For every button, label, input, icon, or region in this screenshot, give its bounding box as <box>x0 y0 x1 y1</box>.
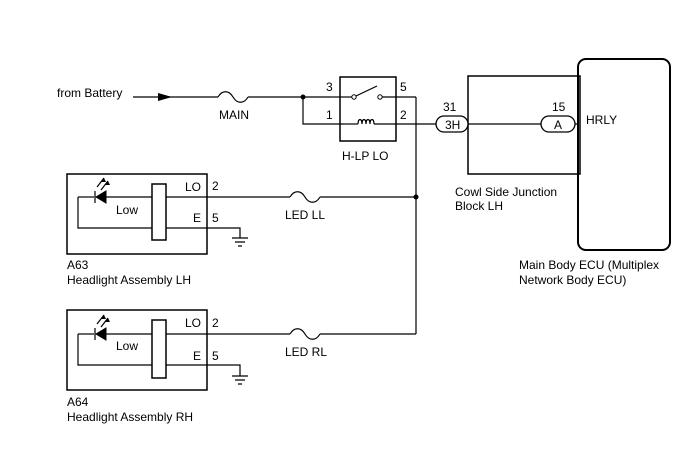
coil-feed-wire <box>302 97 345 125</box>
ecu-terminal-label: HRLY <box>586 113 617 127</box>
headlight-rh-ground-wire <box>207 364 241 376</box>
ecu-label-line2: Network Body ECU) <box>519 273 626 287</box>
switch-blade <box>355 85 378 97</box>
relay-pin-2: 2 <box>400 108 407 122</box>
headlight-lh-light-rays-icon <box>96 177 109 191</box>
headlight-rh-ray-arrow-1 <box>101 315 106 319</box>
headlight-lh-led-label: Low <box>116 203 138 217</box>
headlight-rh-ray-arrow-2 <box>105 318 110 322</box>
junction-pin: 31 <box>443 100 457 114</box>
switch-contact-right <box>377 94 383 100</box>
battery-label: from Battery <box>57 86 122 100</box>
headlight-lh-lamp-unit <box>151 183 167 241</box>
junction-connector-label: 3H <box>445 118 460 132</box>
feed-arrow-icon <box>158 93 172 101</box>
headlight-rh: Low LO E <box>66 309 208 391</box>
main-fuse-label: MAIN <box>219 108 249 122</box>
headlight-lh: Low LO E <box>66 173 208 255</box>
headlight-rh-light-rays-icon <box>96 314 109 328</box>
headlight-rh-ground-icon <box>232 375 248 385</box>
relay-pin-3: 3 <box>326 80 333 94</box>
ecu-box <box>577 58 671 251</box>
ecu-pin: 15 <box>552 100 566 114</box>
headlight-rh-led-icon <box>95 327 107 341</box>
headlight-rh-lo-pin: 2 <box>212 316 219 330</box>
led-rl-fuse-icon <box>289 328 321 340</box>
headlight-lh-led-loop <box>77 197 152 229</box>
headlight-rh-lamp-unit <box>151 319 167 379</box>
headlight-lh-e-pin: 5 <box>212 211 219 225</box>
relay-pin-1: 1 <box>326 108 333 122</box>
headlight-lh-e-label: E <box>193 211 201 225</box>
headlight-lh-ray-arrow-2 <box>105 181 110 185</box>
junction-label-line1: Cowl Side Junction <box>455 185 557 199</box>
relay-pin-5: 5 <box>400 80 407 94</box>
switch-contact-left <box>351 94 357 100</box>
headlight-lh-ground-wire <box>207 227 241 238</box>
headlight-rh-box <box>66 309 208 391</box>
headlight-lh-box <box>66 173 208 255</box>
headlight-lh-name: Headlight Assembly LH <box>67 273 191 287</box>
headlight-lh-led-icon <box>95 190 107 204</box>
headlight-rh-led-loop <box>77 334 152 366</box>
led-ll-fuse-label: LED LL <box>285 208 325 222</box>
headlight-rh-name: Headlight Assembly RH <box>67 410 193 424</box>
headlight-rh-code: A64 <box>67 395 89 409</box>
relay-coil-icon <box>357 118 375 125</box>
junction-label-line2: Block LH <box>455 199 503 213</box>
headlight-lh-ray-arrow-1 <box>101 178 106 182</box>
headlight-lh-ground-icon <box>232 237 248 247</box>
led-ll-fuse-icon <box>289 191 321 203</box>
headlight-lh-lo-pin: 2 <box>212 179 219 193</box>
headlight-rh-internal-wires <box>166 333 207 366</box>
headlight-rh-led-label: Low <box>116 339 138 353</box>
led-rl-fuse-label: LED RL <box>285 345 327 359</box>
relay-box <box>339 76 397 142</box>
headlight-rh-lo-label: LO <box>185 316 201 330</box>
headlight-lh-internal-wires <box>166 196 207 229</box>
ecu-connector-label: A <box>554 118 562 132</box>
headlight-rh-e-label: E <box>193 349 201 363</box>
relay-label: H-LP LO <box>342 149 388 163</box>
headlight-lh-lo-label: LO <box>185 180 201 194</box>
headlight-rh-e-pin: 5 <box>212 349 219 363</box>
headlight-lh-code: A63 <box>67 258 89 272</box>
main-fuse-icon <box>217 91 249 103</box>
ecu-label-line1: Main Body ECU (Multiplex <box>519 258 659 272</box>
